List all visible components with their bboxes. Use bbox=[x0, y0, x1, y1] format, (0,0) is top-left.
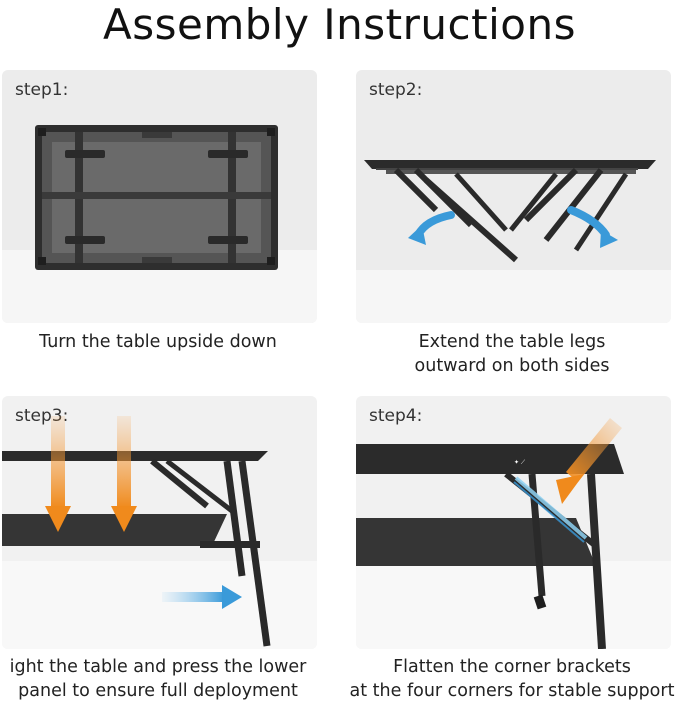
step2-legs-extend-image bbox=[356, 160, 671, 323]
step2-caption-line2: outward on both sides bbox=[414, 356, 610, 376]
step4-caption-line1: Flatten the corner brackets bbox=[393, 657, 631, 677]
step2-label: step2: bbox=[369, 80, 423, 100]
step3-panel: step3: bbox=[2, 396, 317, 649]
table-brand-mark: ✦ ⟋ bbox=[514, 459, 526, 466]
step4-caption-line2: at the four corners for stable support bbox=[349, 681, 675, 701]
step2-caption-line1: Extend the table legs bbox=[418, 332, 606, 352]
step4-caption: Flatten the corner brackets at the four … bbox=[342, 655, 679, 703]
step4-panel: step4: ✦ ⟋ bbox=[356, 396, 671, 649]
step1-panel: step1: bbox=[2, 70, 317, 323]
step3-caption-line1: ight the table and press the lower bbox=[9, 657, 307, 677]
step1-table-upside-down-image bbox=[2, 125, 317, 323]
step1-caption: Turn the table upside down bbox=[0, 330, 328, 354]
page-title: Assembly Instructions bbox=[103, 0, 576, 49]
step4-label: step4: bbox=[369, 406, 423, 426]
step1-caption-line1: Turn the table upside down bbox=[39, 332, 277, 352]
step3-press-lower-panel-image bbox=[2, 416, 317, 649]
step4-flatten-corner-brackets-image: ✦ ⟋ bbox=[356, 418, 671, 649]
step2-caption: Extend the table legs outward on both si… bbox=[342, 330, 679, 378]
step1-label: step1: bbox=[15, 80, 69, 100]
step3-caption-line2: panel to ensure full deployment bbox=[18, 681, 298, 701]
step2-panel: step2: bbox=[356, 70, 671, 323]
step3-caption: ight the table and press the lower panel… bbox=[0, 655, 328, 703]
